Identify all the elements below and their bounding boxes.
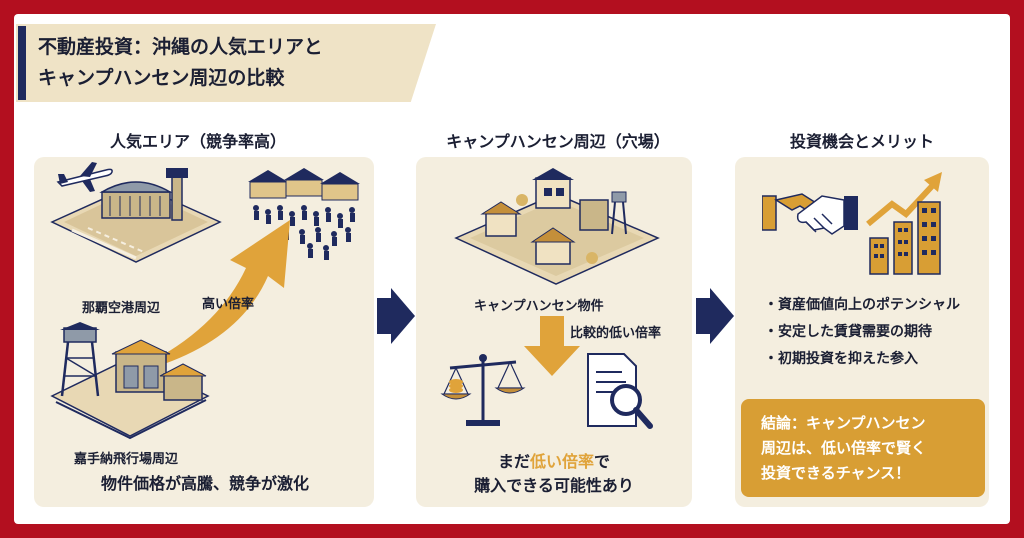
airport-building-icon bbox=[50, 168, 222, 263]
low-rate-label: 比較的低い倍率 bbox=[570, 326, 662, 341]
watchtower-icon bbox=[60, 322, 100, 397]
high-rate-arrow bbox=[154, 220, 290, 364]
low-rate-arrow bbox=[524, 316, 580, 376]
crowd-market-icon bbox=[248, 168, 360, 260]
high-rate-label: 高い倍率 bbox=[202, 297, 255, 312]
kadena-area-label: 嘉手納飛行場周辺 bbox=[74, 452, 179, 467]
title-banner: 不動産投資：沖縄の人気エリアと キャンプハンセン周辺の比較 bbox=[16, 24, 436, 102]
page-title: 不動産投資：沖縄の人気エリアと キャンプハンセン周辺の比較 bbox=[38, 36, 323, 89]
handshake-icon bbox=[762, 193, 858, 235]
camp-hansen-property-label: キャンプハンセン物件 bbox=[474, 299, 604, 314]
growth-buildings-icon bbox=[866, 172, 942, 275]
middle-heading: キャンプハンセン周辺（穴場） bbox=[446, 132, 670, 151]
list-item: ・初期投資を抑えた参入 bbox=[764, 351, 918, 367]
left-summary: 物件価格が高騰、競争が激化 bbox=[100, 474, 309, 493]
merit-list: ・資産価値向上のポテンシャル ・安定した賃貸需要の期待 ・初期投資を抑えた参入 bbox=[764, 292, 960, 373]
document-magnifier-icon bbox=[587, 353, 653, 429]
chevron-right-icon bbox=[696, 288, 734, 344]
chevron-right-icon bbox=[377, 288, 415, 344]
airplane-icon bbox=[56, 162, 113, 192]
middle-summary: まだ低い倍率で 購入できる可能性あり bbox=[474, 452, 634, 495]
right-heading: 投資機会とメリット bbox=[789, 132, 934, 151]
list-item: ・資産価値向上のポテンシャル bbox=[764, 297, 960, 313]
list-item: ・安定した賃貸需要の期待 bbox=[764, 324, 932, 340]
village-icon bbox=[454, 168, 660, 285]
left-heading: 人気エリア（競争率高） bbox=[109, 132, 286, 151]
airport-area-label: 那覇空港周辺 bbox=[82, 301, 161, 316]
scale-icon bbox=[440, 354, 526, 426]
military-base-icon bbox=[50, 339, 210, 440]
conclusion-box: 結論：キャンプハンセン 周辺は、低い倍率で賢く 投資できるチャンス！ bbox=[741, 399, 985, 497]
